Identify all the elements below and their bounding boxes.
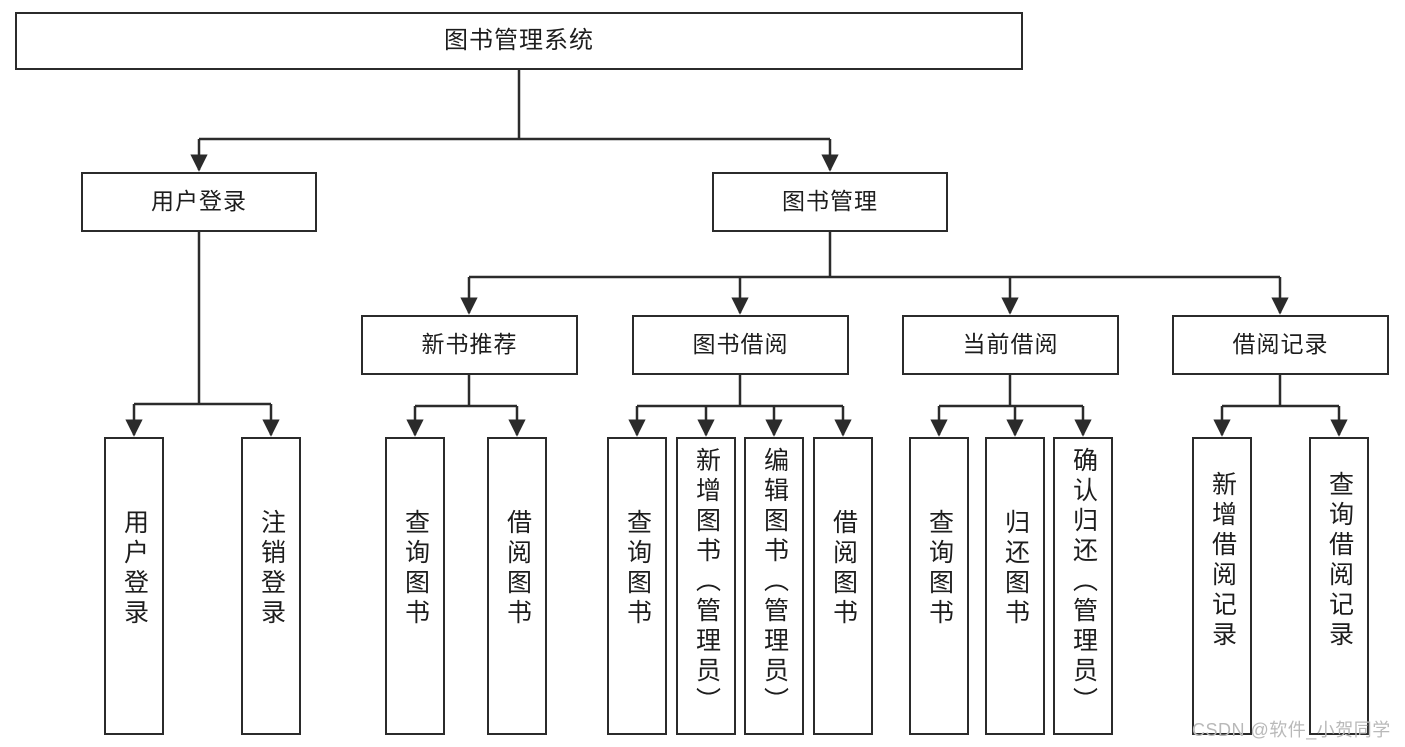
- leaf-return-book-label: 归还图书: [1001, 509, 1030, 629]
- leaf-edit-book-label: 编辑图书（管理员）: [760, 447, 789, 717]
- node-book-borrow[interactable]: 图书借阅: [632, 315, 849, 375]
- leaf-user-login-label: 用户登录: [120, 509, 149, 629]
- leaf-edit-book[interactable]: 编辑图书（管理员）: [744, 437, 804, 735]
- leaf-query-book-1[interactable]: 查询图书: [385, 437, 445, 735]
- leaf-query-book-3-label: 查询图书: [925, 509, 954, 629]
- node-borrow-record-label: 借阅记录: [1232, 331, 1329, 358]
- leaf-add-record-label: 新增借阅记录: [1208, 471, 1237, 651]
- leaf-borrow-book-1-label: 借阅图书: [503, 509, 532, 629]
- leaf-query-book-2[interactable]: 查询图书: [607, 437, 667, 735]
- leaf-query-book-3[interactable]: 查询图书: [909, 437, 969, 735]
- leaf-confirm-return-label: 确认归还（管理员）: [1069, 447, 1098, 717]
- node-current-borrow[interactable]: 当前借阅: [902, 315, 1119, 375]
- leaf-logout-login-label: 注销登录: [257, 509, 286, 629]
- node-new-book-recommend[interactable]: 新书推荐: [361, 315, 578, 375]
- leaf-query-book-1-label: 查询图书: [401, 509, 430, 629]
- leaf-query-record[interactable]: 查询借阅记录: [1309, 437, 1369, 735]
- leaf-logout-login[interactable]: 注销登录: [241, 437, 301, 735]
- node-book-borrow-label: 图书借阅: [692, 331, 789, 358]
- csdn-watermark: CSDN @软件_小贺同学: [1192, 720, 1391, 740]
- leaf-add-record[interactable]: 新增借阅记录: [1192, 437, 1252, 735]
- node-root-label: 图书管理系统: [444, 26, 594, 54]
- node-book-manage[interactable]: 图书管理: [712, 172, 948, 232]
- leaf-borrow-book-2[interactable]: 借阅图书: [813, 437, 873, 735]
- leaf-query-book-2-label: 查询图书: [623, 509, 652, 629]
- node-borrow-record[interactable]: 借阅记录: [1172, 315, 1389, 375]
- leaf-return-book[interactable]: 归还图书: [985, 437, 1045, 735]
- leaf-query-record-label: 查询借阅记录: [1325, 471, 1354, 651]
- node-current-borrow-label: 当前借阅: [962, 331, 1059, 358]
- leaf-borrow-book-1[interactable]: 借阅图书: [487, 437, 547, 735]
- leaf-confirm-return[interactable]: 确认归还（管理员）: [1053, 437, 1113, 735]
- node-book-manage-label: 图书管理: [782, 188, 878, 215]
- leaf-add-book-label: 新增图书（管理员）: [692, 447, 721, 717]
- node-user-login[interactable]: 用户登录: [81, 172, 317, 232]
- leaf-add-book[interactable]: 新增图书（管理员）: [676, 437, 736, 735]
- node-new-book-recommend-label: 新书推荐: [421, 331, 518, 358]
- leaf-user-login[interactable]: 用户登录: [104, 437, 164, 735]
- node-user-login-label: 用户登录: [151, 188, 247, 215]
- node-root[interactable]: 图书管理系统: [15, 12, 1023, 70]
- leaf-borrow-book-2-label: 借阅图书: [829, 509, 858, 629]
